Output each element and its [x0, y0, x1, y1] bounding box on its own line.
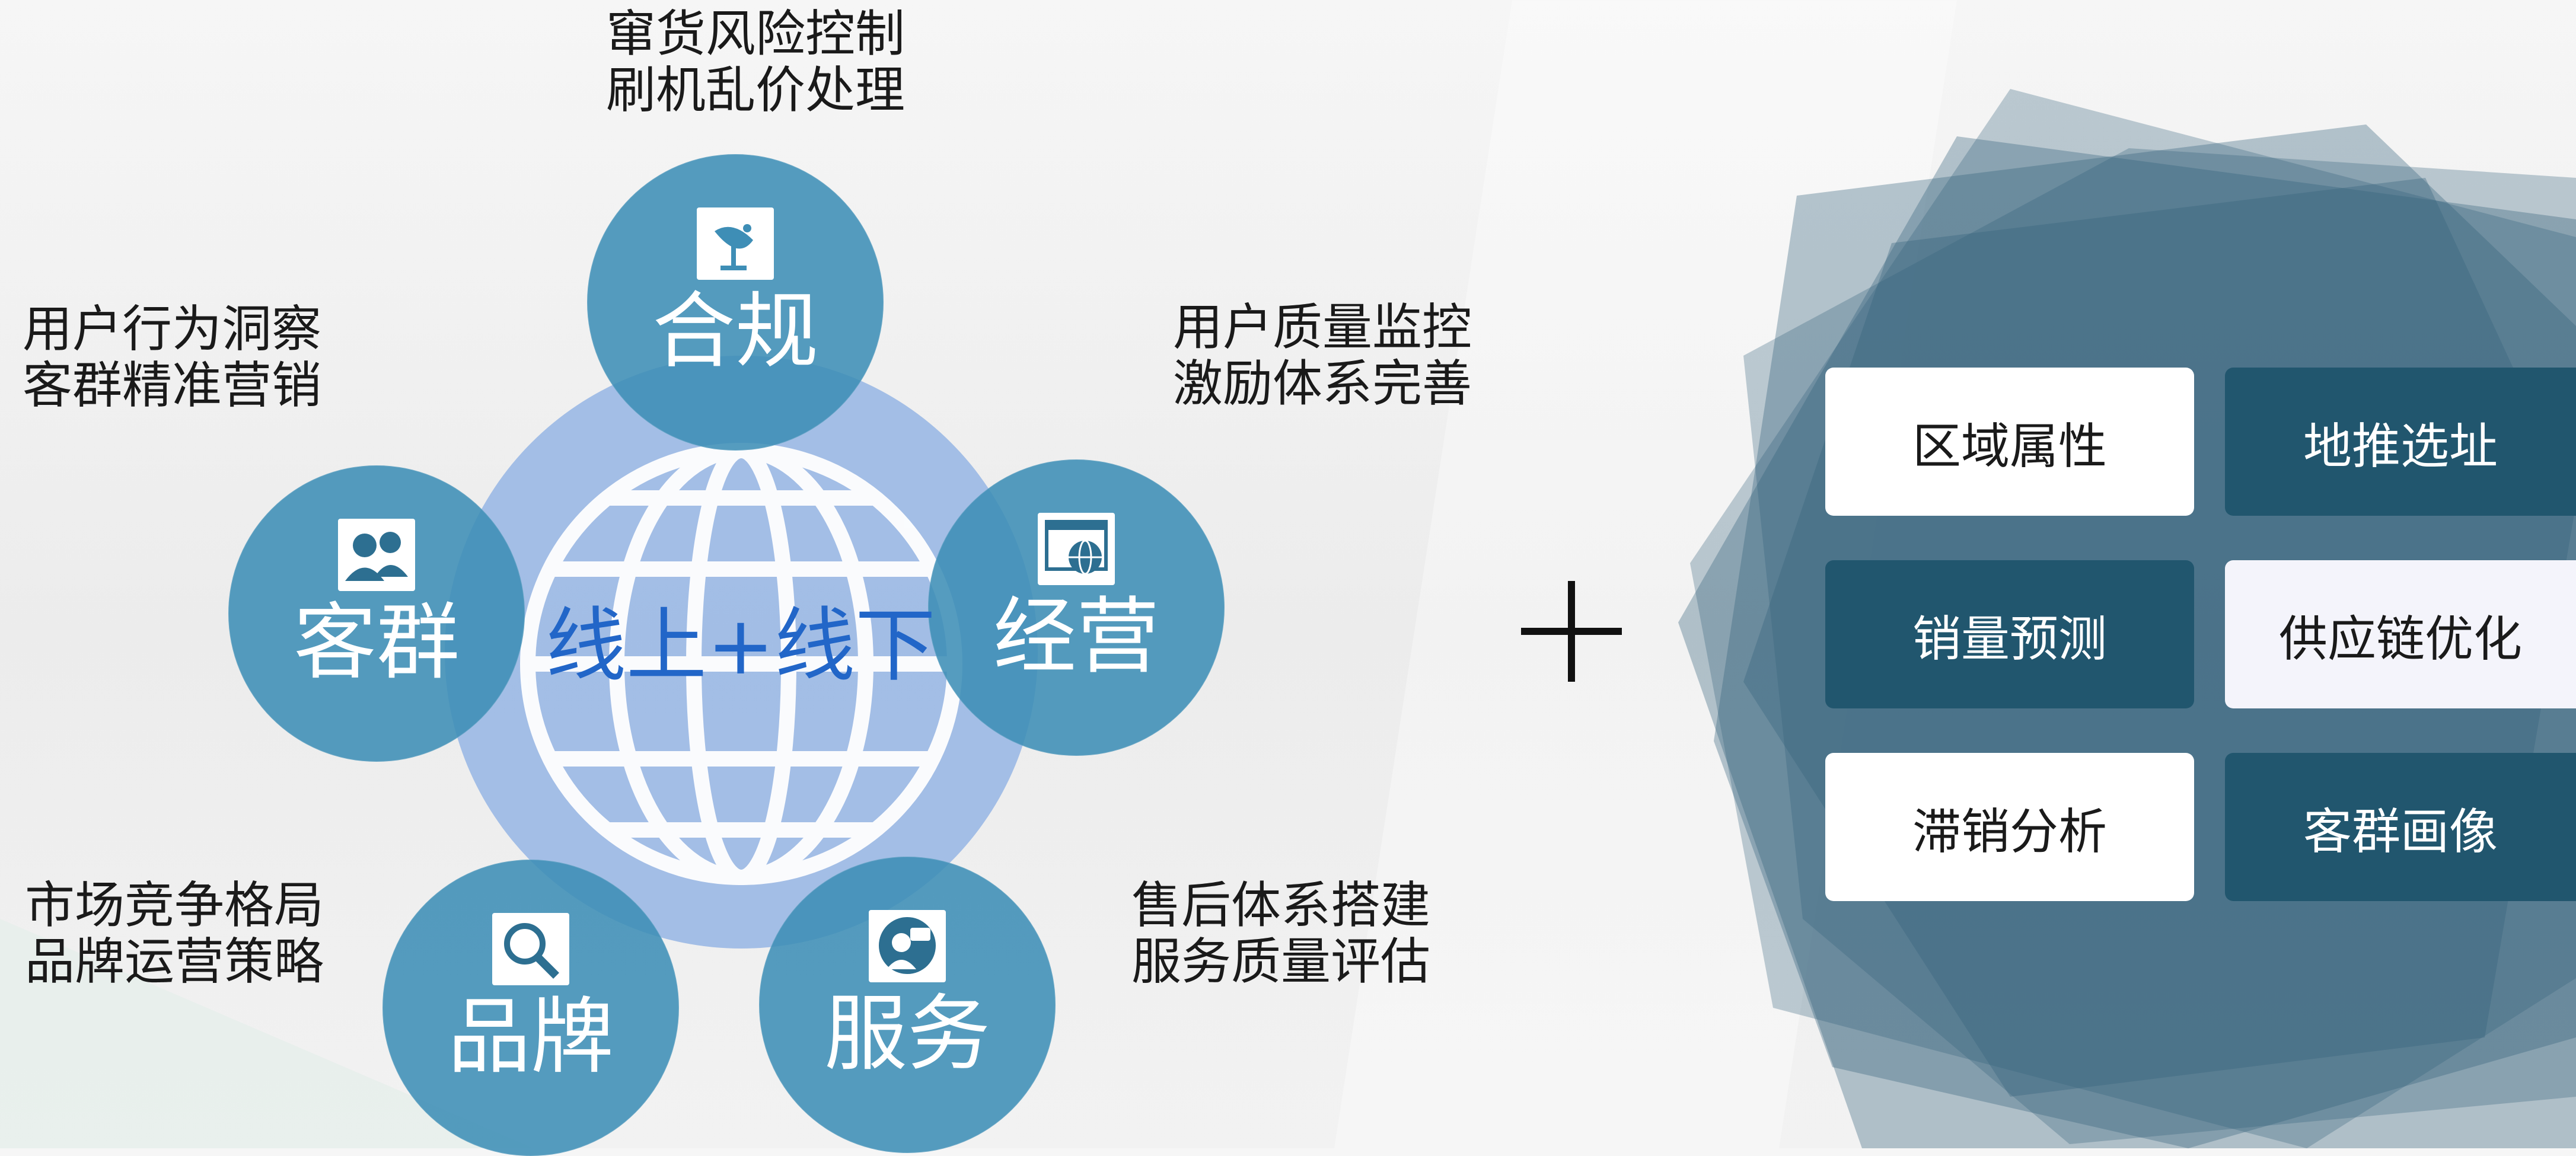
satellite-dish-icon — [697, 207, 774, 280]
note-line: 品牌运营策略 — [25, 933, 324, 991]
note-line: 市场竞争格局 — [25, 876, 324, 934]
tile-sales-forecast: 销量预测 — [1825, 560, 2194, 708]
tile-label: 销量预测 — [1912, 611, 2107, 668]
note-operation: 用户质量监控 激励体系完善 — [1173, 299, 1472, 412]
note-line: 窜货风险控制 — [606, 5, 906, 63]
tile-supply-chain: 供应链优化 — [2225, 560, 2576, 708]
tile-label: 地推选址 — [2303, 418, 2498, 475]
tile-label: 客群画像 — [2303, 803, 2498, 860]
node-label: 经营 — [993, 589, 1159, 685]
customer-service-icon — [869, 910, 946, 982]
node-customer: 客群 — [228, 465, 525, 762]
tile-label: 供应链优化 — [2278, 611, 2522, 668]
note-compliance: 窜货风险控制 刷机乱价处理 — [606, 6, 905, 119]
plus-icon — [1521, 581, 1622, 682]
note-line: 服务质量评估 — [1131, 933, 1431, 991]
note-brand: 市场竞争格局 品牌运营策略 — [25, 877, 324, 990]
note-line: 用户质量监控 — [1173, 298, 1472, 356]
node-label: 客群 — [293, 595, 460, 691]
node-operation: 经营 — [928, 459, 1225, 756]
tile-region-attributes: 区域属性 — [1825, 368, 2194, 516]
note-line: 用户行为洞察 — [23, 300, 322, 358]
center-label: 线上+线下 — [546, 599, 936, 693]
tile-customer-portrait: 客群画像 — [2225, 753, 2576, 901]
node-service: 服务 — [759, 857, 1056, 1153]
note-line: 刷机乱价处理 — [606, 61, 906, 119]
note-service: 售后体系搭建 服务质量评估 — [1131, 877, 1430, 990]
tile-label: 滞销分析 — [1912, 803, 2107, 860]
tile-site-selection: 地推选址 — [2225, 368, 2576, 516]
node-label: 服务 — [824, 986, 990, 1082]
magnifier-icon — [492, 913, 569, 985]
web-globe-icon — [1038, 513, 1115, 585]
node-compliance: 合规 — [587, 154, 884, 451]
note-customer: 用户行为洞察 客群精准营销 — [23, 301, 321, 414]
note-line: 客群精准营销 — [23, 356, 322, 414]
node-label: 品牌 — [447, 989, 614, 1085]
note-line: 售后体系搭建 — [1131, 876, 1431, 934]
note-line: 激励体系完善 — [1173, 355, 1472, 413]
node-brand: 品牌 — [382, 860, 679, 1156]
tile-label: 区域属性 — [1912, 418, 2107, 475]
node-label: 合规 — [652, 283, 818, 380]
tile-slow-sales-analysis: 滞销分析 — [1825, 753, 2194, 901]
users-icon — [338, 519, 415, 591]
